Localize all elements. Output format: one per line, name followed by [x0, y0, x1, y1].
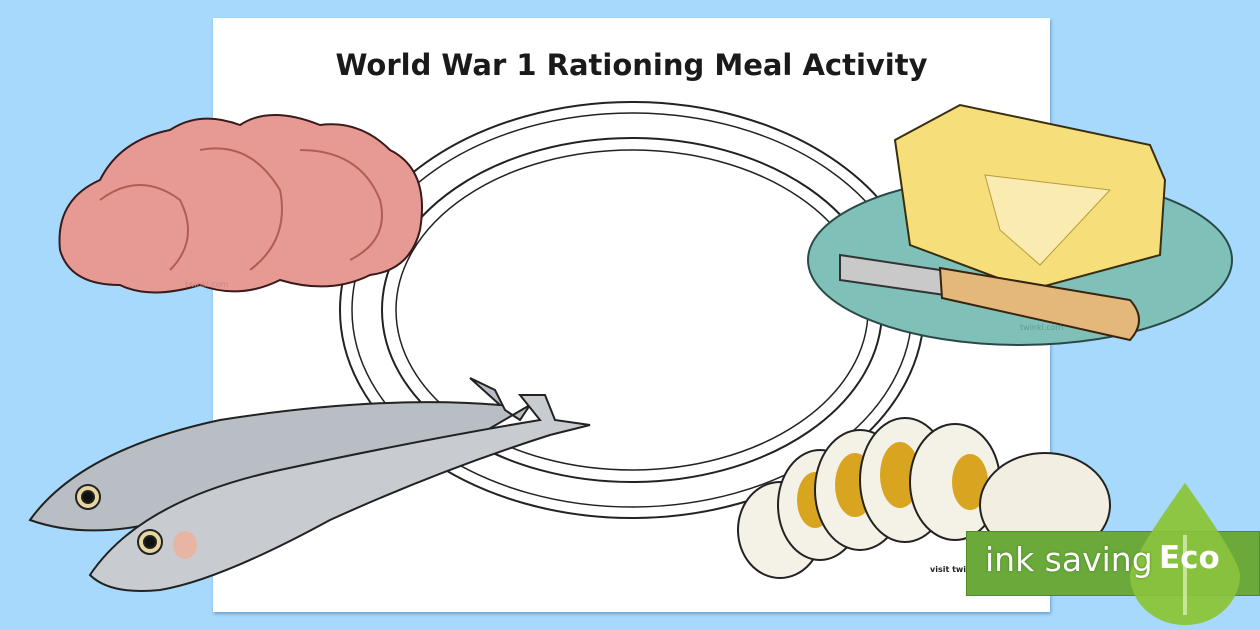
page-title: World War 1 Rationing Meal Activity	[335, 48, 928, 82]
butter-dish-image: twinkl.com	[807, 103, 1233, 346]
eco-label: Eco	[1159, 540, 1220, 576]
mackerel-fish-image	[28, 377, 591, 592]
watermark-text: twinkl.com	[185, 280, 229, 289]
footer-text: visit twinkl	[930, 565, 968, 574]
ham-slices-image: twinkl.com	[58, 114, 423, 294]
ink-saving-label: ink saving	[985, 540, 1153, 579]
watermark-text: twinkl.com	[1020, 323, 1064, 332]
